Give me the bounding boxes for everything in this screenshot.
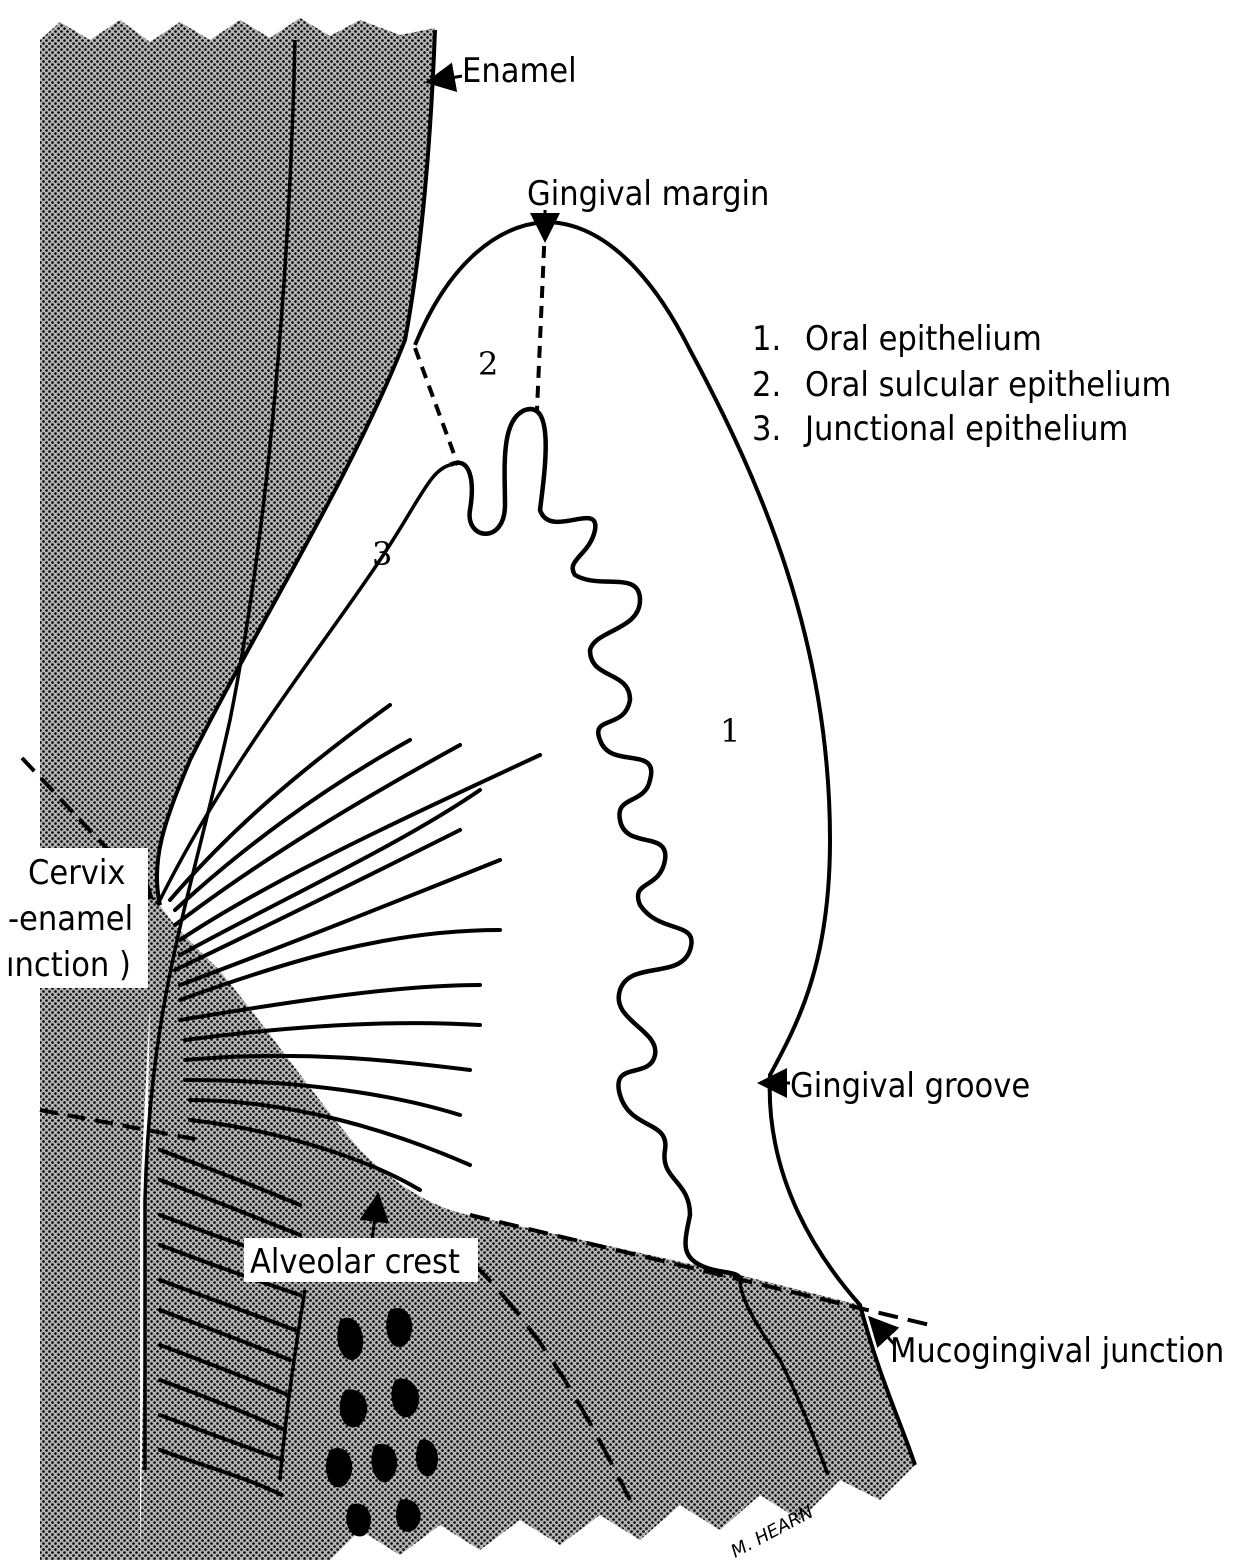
cervix-label-line3: ınction ) (6, 945, 131, 985)
gingival-margin-label: Gingival margin (527, 174, 769, 214)
cervix-label-line1: Cervix (28, 853, 125, 893)
legend: 1. Oral epithelium 2. Oral sulcular epit… (752, 319, 1171, 449)
legend-item-2-text: Oral sulcular epithelium (805, 365, 1171, 405)
legend-item-2-num: 2. (752, 365, 781, 405)
region-number-1: 1 (720, 712, 740, 750)
mucogingival-junction-label: Mucogingival junction (890, 1331, 1224, 1371)
region-number-2: 2 (478, 345, 498, 383)
legend-item-1-num: 1. (752, 319, 781, 359)
cervix-label-line2: -enamel (8, 899, 133, 939)
legend-item-1-text: Oral epithelium (805, 319, 1042, 359)
alveolar-crest-label: Alveolar crest (250, 1242, 460, 1282)
gingival-groove-label: Gingival groove (790, 1066, 1030, 1106)
legend-item-3-num: 3. (752, 409, 781, 449)
legend-item-3-text: Junctional epithelium (803, 409, 1128, 449)
region-number-3: 3 (372, 535, 392, 573)
enamel-label: Enamel (462, 51, 577, 91)
